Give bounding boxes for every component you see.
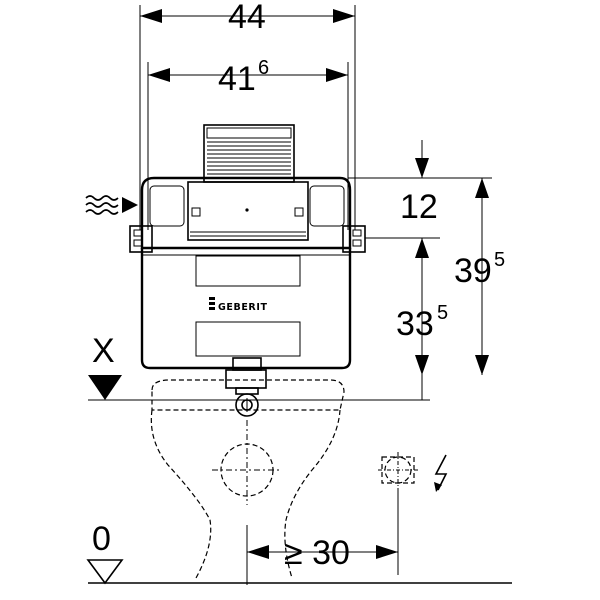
dimension-44-label: 44 <box>228 0 266 36</box>
dimension-39-label: 39 <box>454 252 492 290</box>
floor-level-label: 0 <box>92 520 111 558</box>
dimension-12-label: 12 <box>400 188 438 226</box>
electrical-socket-icon <box>378 452 418 575</box>
dimension-39-superscript: 5 <box>494 249 505 271</box>
cistern-top-frame <box>203 124 295 183</box>
cistern-body <box>129 176 366 370</box>
dimension-41-label: 41 <box>218 60 256 98</box>
width-dimension-44: 44 <box>139 0 356 230</box>
reference-x-marker: X <box>88 332 430 401</box>
socket-distance-dimension: ≥ 30 <box>246 525 398 585</box>
dimension-33-superscript: 5 <box>437 302 448 324</box>
height-dimension-12: 12 <box>348 140 492 375</box>
socket-distance-label: ≥ 30 <box>284 534 350 572</box>
top-frame-ribs <box>207 141 291 175</box>
brand-logo: GEBERIT <box>209 297 268 313</box>
lightning-icon <box>434 454 448 492</box>
floor-level-marker: 0 <box>86 520 512 585</box>
reference-x-label: X <box>92 332 115 370</box>
height-dimension-39-5: 39 5 <box>454 178 505 375</box>
dimension-41-superscript: 6 <box>258 57 269 79</box>
height-dimension-33-5: 33 5 <box>396 302 448 400</box>
brand-name: GEBERIT <box>218 302 268 313</box>
width-dimension-41-6: 41 6 <box>147 57 349 230</box>
water-supply-icon <box>85 195 138 215</box>
toilet-bowl-outline <box>150 379 345 579</box>
outlet-pipe <box>225 357 267 417</box>
dimension-33-label: 33 <box>396 305 434 343</box>
